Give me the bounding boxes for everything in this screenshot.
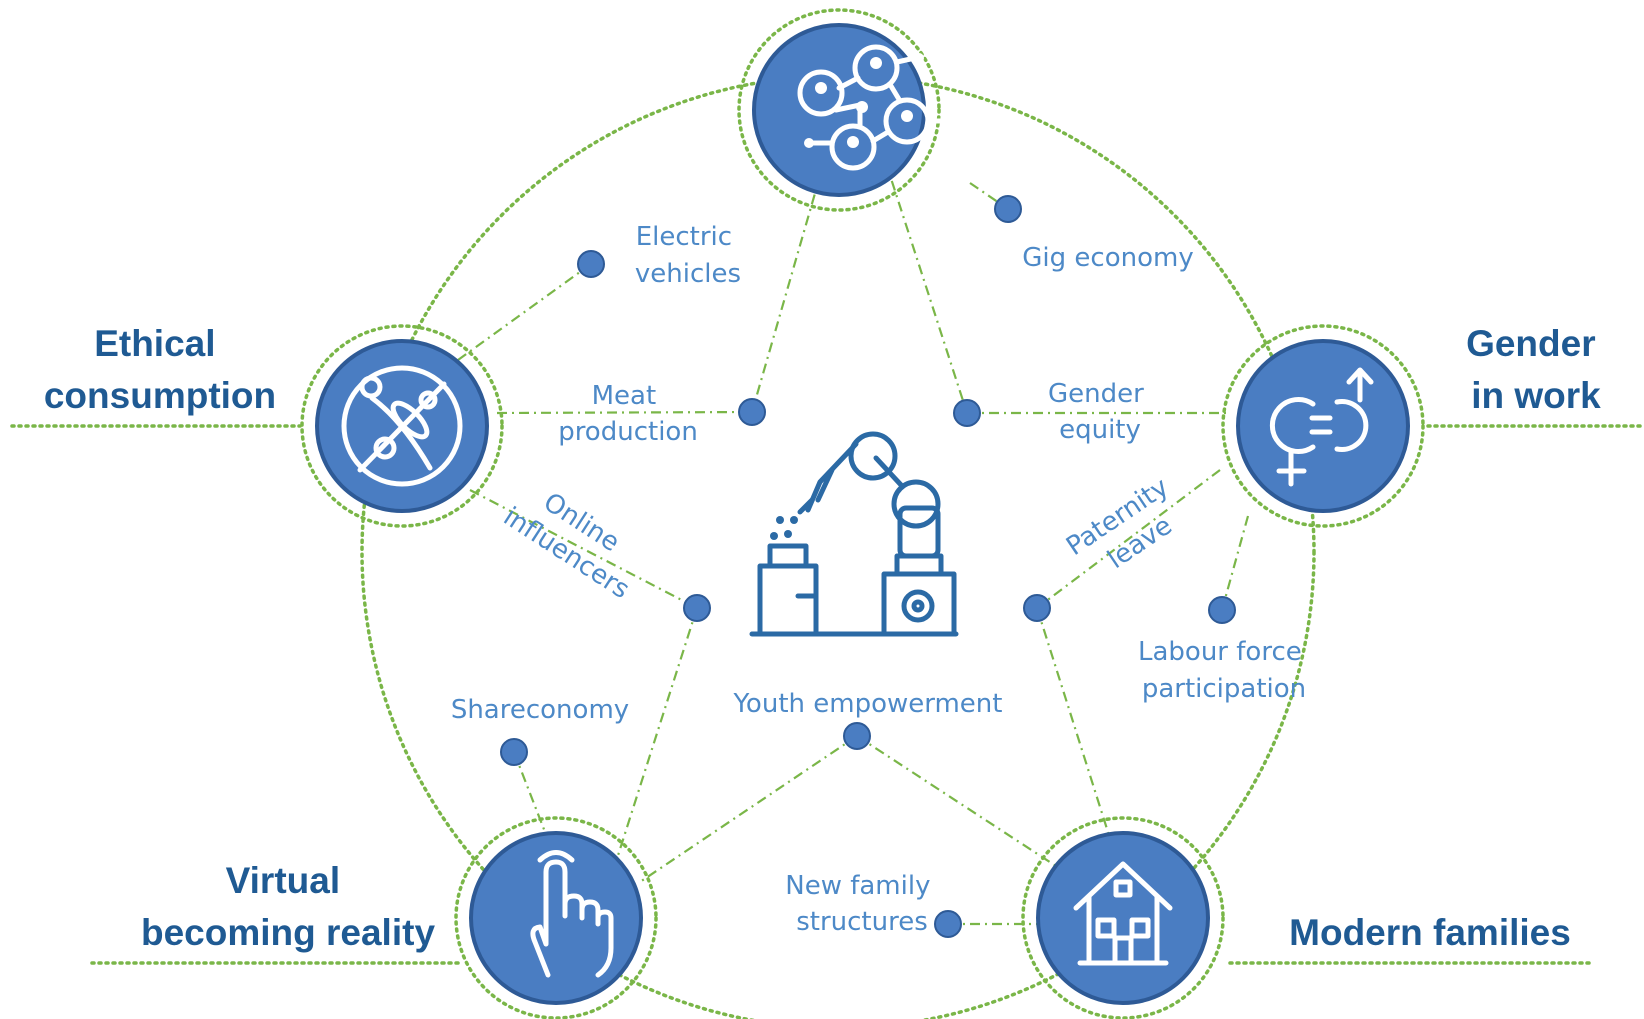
pointing-hand-icon: [530, 850, 614, 978]
modern-families-label: Modern families: [1289, 912, 1571, 953]
virtual-line-1: Virtual: [226, 860, 340, 901]
gender-line-1: Gender: [1466, 323, 1596, 364]
gig-economy-label: Gig economy: [1022, 243, 1193, 273]
gender-equity-label: Gender equity: [1048, 379, 1152, 445]
paternity-leave-label: Paternity leave: [1061, 468, 1200, 591]
vegetables-icon: [341, 365, 463, 487]
ethical-consumption-label: Ethical consumption: [44, 323, 276, 416]
virtual-line-2: becoming reality: [141, 912, 435, 953]
new-family-structures-label: New family structures: [785, 871, 939, 937]
modern-line-1: Modern families: [1289, 912, 1571, 953]
online-influencers-label: Online influencers: [498, 473, 653, 605]
robot-arm-icon: [749, 431, 959, 637]
virtual-becoming-reality-label: Virtual becoming reality: [141, 860, 435, 953]
connection-dots: [500, 195, 1236, 938]
shareconomy-label: Shareconomy: [451, 695, 629, 725]
left-node: [300, 324, 504, 528]
youth-empowerment-label: Youth empowerment: [733, 689, 1003, 719]
gender-in-work-label: Gender in work: [1466, 323, 1606, 416]
meat-production-label: Meat production: [558, 381, 698, 447]
ethical-line-1: Ethical: [94, 323, 215, 364]
network-people-icon: [797, 44, 954, 171]
gender-line-2: in work: [1471, 375, 1601, 416]
house-icon: [1073, 861, 1173, 966]
ethical-line-2: consumption: [44, 375, 276, 416]
top-node: [737, 8, 954, 212]
spark-dots: [770, 516, 798, 540]
electric-vehicles-label: Electric vehicles: [635, 222, 741, 289]
gender-equality-icon: [1269, 367, 1374, 487]
bottom-right-node: [1021, 816, 1225, 1019]
bottom-left-node: [454, 816, 658, 1019]
labour-force-participation-label: Labour force participation: [1138, 637, 1310, 704]
right-node: [1221, 324, 1425, 528]
